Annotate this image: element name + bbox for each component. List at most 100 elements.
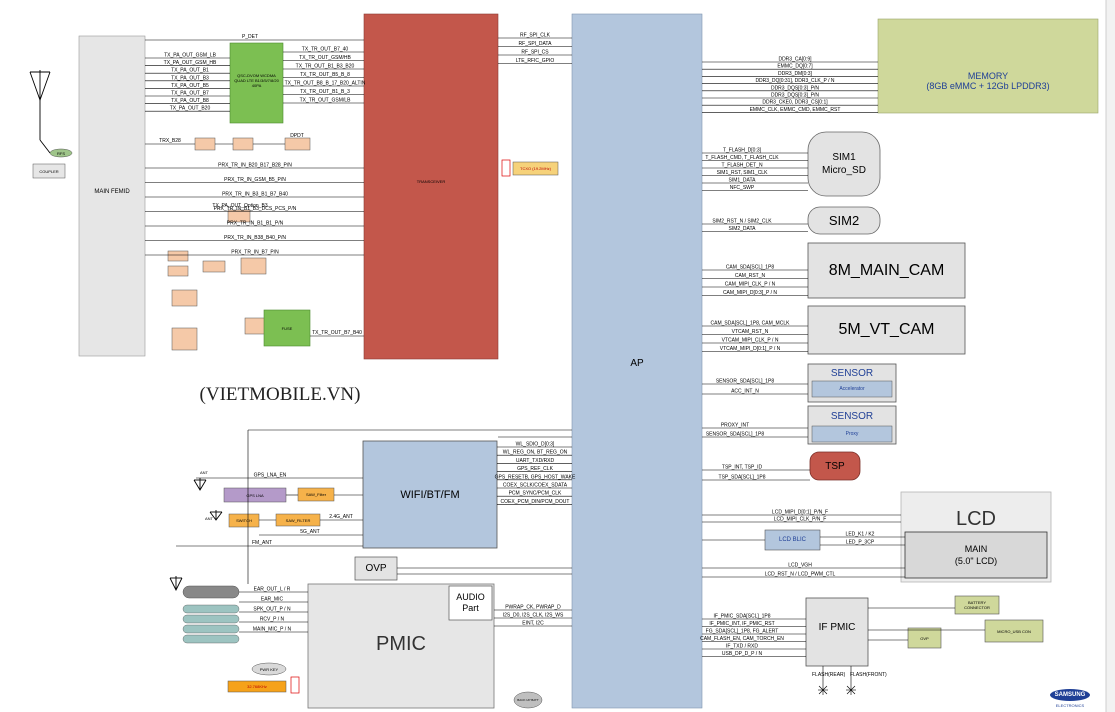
prx-signal-label: PRX_TR_IN_B3_B1_B7_B40 <box>222 192 288 198</box>
prx-signal-label: PRX_TR_IN_B1_B3_DCS_PCS_P/N <box>214 206 297 212</box>
memory-signal-label: DDR3_DM[0:3] <box>778 71 813 77</box>
trx-pa-signal-label: TX_TR_OUT_B1_B3_B20 <box>296 64 355 70</box>
memory-signal-label: EMMC_DQ[0:7] <box>777 64 813 70</box>
ant2-label: ANT <box>205 515 213 521</box>
wifi-ap-signal-label: WL_REG_ON, BT_REG_ON <box>503 450 568 456</box>
lcd-mipi-signal-label: LCD_MIPI_CLK_P/N_F <box>774 517 827 523</box>
pmic-audio-signal-label: EAR_MIC <box>261 597 284 603</box>
sim1-signal-label: T_FLASH_D[0:3] <box>723 148 762 154</box>
sim1-signal-label: T_FLASH_DET_N <box>721 163 763 169</box>
accelerometer-label: Accelerator <box>839 386 865 392</box>
if-pmic-signal-label: USB_DP_D_P / N <box>722 651 763 657</box>
memory-signal-label: DDR3_CKE0, DDR3_CS[0:1] <box>762 100 828 106</box>
femid-pa-signal-label: TX_PA_OUT_GSM_HB <box>164 60 217 66</box>
prx-signal-label: PRX_TR_IN_B1_B1_P/N <box>227 221 284 227</box>
lcd-main-label: MAIN <box>964 544 988 554</box>
pmic-audio-signal-label: RCV_P / N <box>260 617 285 623</box>
vt-cam-signal-label: CAM_SDA[SCL]_1P8, CAM_MCLK <box>711 321 791 327</box>
lcd-main-panel: MAIN (5.0" LCD) <box>905 532 1047 578</box>
femid-pa-signal-label: TX_PA_OUT_B20 <box>170 106 211 112</box>
main-femid-label: MAIN FEMID <box>94 189 130 195</box>
tsp-signal-label: TSP_SDA[SCL]_1P8 <box>719 475 766 481</box>
sim1-signal-label: NFC_SWP <box>730 185 755 191</box>
main-cam-signal-label: CAM_RST_N <box>735 273 766 279</box>
antenna-icon <box>29 70 223 592</box>
trx-pa-signal-label: TX_TR_OUT_B5_B_8 <box>300 72 350 78</box>
memory-signal-label: EMMC_CLK, EMMC_CMD, EMMC_RST <box>750 107 841 113</box>
pmic-audio-signal-label: SPK_OUT_P / N <box>253 607 291 613</box>
sensor-proxy-title: SENSOR <box>830 410 874 422</box>
pmic-audio-signal-label: MAIN_MIC_P / N <box>253 627 292 633</box>
ovp-small-label: OVP <box>920 635 929 641</box>
lcd-title: LCD <box>955 507 996 530</box>
wlan-5g-label: 5G_ANT <box>300 529 319 535</box>
memory-signal-label: DDR3_DQ[0:31], DDR3_CLK_P / N <box>755 78 834 84</box>
wifi-ap-signal-label: UART_TXD/RXD <box>516 458 555 464</box>
sim1-signal-label: T_FLASH_CMD, T_FLASH_CLK <box>705 155 779 161</box>
prx-signal-label: PRX_TR_IN_B7_P/N <box>231 250 279 256</box>
switch-wlan-label: SWITCH <box>236 518 252 523</box>
prx-signal-label: PRX_TR_IN_B20_B17_B28_P/N <box>218 163 292 169</box>
sensor-accel-signal-label: SENSOR_SDA[SCL]_1P8 <box>716 379 775 385</box>
trx-pa-signal-label: TX_TR_OUT_GSM/LB <box>300 98 352 104</box>
trx-pa-signal-label: TX_TR_OUT_GSM/HB <box>299 55 351 61</box>
wifi-ap-signal-label: GPS_RESETB, GPS_HOST_WAKE <box>495 474 576 480</box>
main-cam-signal-label: CAM_MIPI_D[0:3]_P / N <box>723 290 777 296</box>
prx-signal-label: PRX_TR_IN_B38_B40_P/N <box>224 235 286 241</box>
micro-sd-label: Micro_SD <box>822 165 866 176</box>
battery-connector-label: BATTERY CONNECTOR <box>964 600 990 610</box>
sim2-signal-label: SIM2_RST_N / SIM2_CLK <box>712 219 772 225</box>
ap-rf-signal-label: LTE_RFIC_GPIO <box>516 58 555 64</box>
wifi-ap-signal-label: PCM_SYNC/PCM_CLK <box>509 491 562 497</box>
crystal-label: 32.768KHz <box>247 684 267 689</box>
sim2-label: SIM2 <box>828 213 860 228</box>
coupler-label: COUPLER <box>39 168 59 174</box>
if-pmic-signal-label: IF_TXD / RXD <box>726 644 758 650</box>
saw-filter-gps-label: SAW_Filter <box>305 492 327 497</box>
pa-label: QSC-DVOM WCDMA QUAD LTE B1/3/5/7/8/20 40… <box>234 72 279 88</box>
ap-rf-signal-label: RF_SPI_DATA <box>519 41 553 47</box>
samsung-logo: SAMSUNG <box>1054 692 1086 698</box>
memory-signal-label: DDR3_DQS[0:3]_P/N <box>771 93 819 99</box>
main-cam-signal-label: CAM_MIPI_CLK_P / N <box>725 282 776 288</box>
if-pmic-label: IF PMIC <box>818 621 856 633</box>
backup-battery-label: BACK UP BATT <box>517 698 539 702</box>
vt-cam-signal-label: VTCAM_RST_N <box>732 329 769 335</box>
sim1-signal-label: SIM1_RST, SIM1_CLK <box>717 170 769 176</box>
audio-part-label: Part <box>462 603 479 613</box>
lcd-led-signal-label: LED_K1 / K2 <box>846 532 875 538</box>
femid-pa-signal-label: TX_PA_OUT_B7 <box>171 91 209 97</box>
if-pmic-signal-label: IF_PMIC_SDA[SCL]_1P8 <box>714 614 771 620</box>
sim2-signal-label: SIM2_DATA <box>728 226 756 232</box>
lcd-ctl-signal-label: LCD_RST_N / LCD_PWM_CTL <box>765 572 836 578</box>
flash-front-label: FLASH(FRONT) <box>850 672 887 678</box>
trx-pa-signal-label: TX_TR_OUT_B7_40 <box>302 47 349 53</box>
femid-pa-signal-label: TX_PA_OUT_B5 <box>171 83 209 89</box>
trx-pa-signal-label: TX_TR_OUT_B8_B_17_B20_ALTIN <box>285 81 366 87</box>
pmic-label: PMIC <box>376 632 426 655</box>
tsp-signal-label: TSP_INT, TSP_ID <box>722 465 763 471</box>
wifi-ap-signal-label: GPS_REF_CLK <box>517 466 554 472</box>
if-pmic-signal-label: CAM_FLASH_EN, CAM_TORCH_EN <box>700 636 784 642</box>
sim1-block: SIM1 Micro_SD <box>808 132 880 196</box>
lcd-blic-label: LCD BLIC <box>778 537 806 543</box>
gps-lna-en-label: GPS_LNA_EN <box>254 473 287 479</box>
saw-filter-wlan-label: SAW_FILTER <box>285 517 311 523</box>
wlan-2g-label: 2.4G_ANT <box>329 514 353 520</box>
femid-pa-signal-label: TX_PA_OUT_B1 <box>171 68 209 74</box>
trx-b28-label: TRX_B28 <box>159 138 181 144</box>
fm-ant-label: FM_ANT <box>252 540 272 546</box>
lcd-led-signal-label: LED_P_3CP <box>846 540 875 546</box>
ant1-label: ANT <box>200 469 208 475</box>
femid-pa-signal-label: TX_PA_OUT_B3 <box>171 75 209 81</box>
lcd-mipi-signal-label: LCD_MIPI_D[0:1]_P/N_F <box>772 510 828 516</box>
sensor-proxy-signal-label: PROXY_INT <box>721 423 749 429</box>
memory-subtitle: (8GB eMMC + 12Gb LPDDR3) <box>926 81 1050 91</box>
main-cam-signal-label: CAM_SDA[SCL]_1P8 <box>726 265 775 271</box>
tsp-label: TSP <box>825 460 845 472</box>
sensor-proxy-signal-label: SENSOR_SDA[SCL]_1P8 <box>706 432 765 438</box>
watermark: (VIETMOBILE.VN) <box>199 384 361 405</box>
transceiver-label: TRANSCEIVER <box>416 178 446 184</box>
ap-rf-signal-label: RF_SPI_CLK <box>520 33 551 39</box>
